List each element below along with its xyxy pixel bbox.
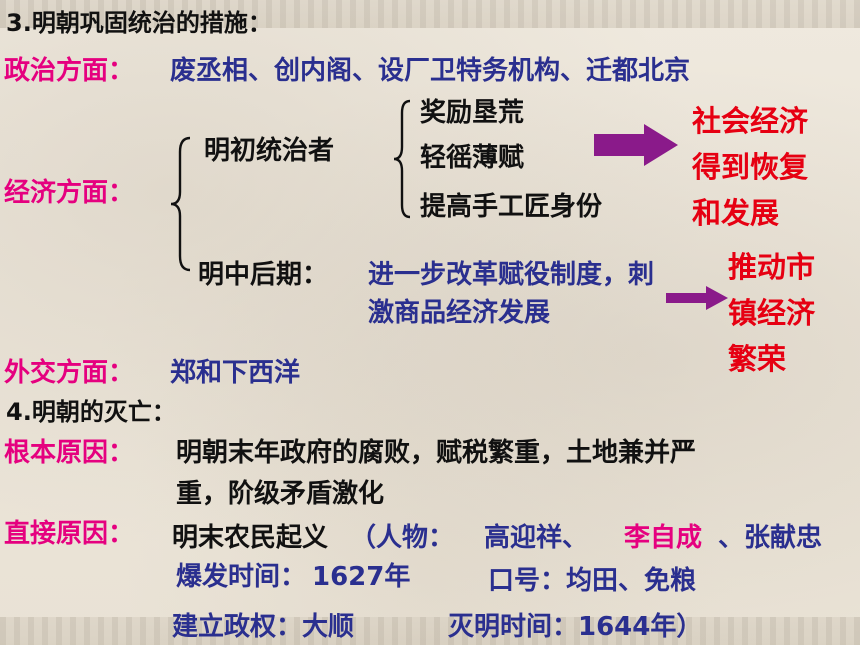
political-content: 废丞相、创内阁、设厂卫特务机构、迁都北京 (170, 56, 691, 86)
diplomatic-label: 外交方面： (4, 358, 135, 388)
regime: 建立政权：大顺 (172, 612, 355, 642)
peasant-uprising: 明末农民起义 (172, 523, 329, 553)
person-li-zicheng: 李自成 (624, 523, 703, 553)
section4-heading: 4.明朝的灭亡： (6, 398, 176, 426)
root-cause-line-2: 重，阶级矛盾激化 (176, 479, 385, 509)
direct-cause-label: 直接原因： (4, 519, 135, 549)
slogan: 口号：均田、免粮 (488, 566, 697, 596)
outbreak-time-value: 1627年 (312, 562, 411, 592)
root-cause-line-1: 明朝末年政府的腐败，赋税繁重，土地兼并严 (176, 438, 697, 468)
top-border-pattern (0, 0, 860, 28)
early-measure-1: 奖励垦荒 (420, 98, 525, 128)
mid-late-result-line-3: 繁荣 (728, 342, 787, 376)
early-result-arrow-icon (594, 124, 678, 166)
people-open: （人物： (350, 523, 455, 553)
early-measure-3: 提高手工匠身份 (420, 192, 603, 222)
early-result-line-2: 得到恢复 (692, 150, 809, 184)
fall-time: 灭明时间：1644年） (448, 612, 703, 642)
mid-late-content-line-1: 进一步改革赋役制度，刺 (368, 260, 655, 290)
section3-heading: 3.明朝巩固统治的措施： (6, 9, 272, 37)
economic-brace (170, 136, 191, 272)
root-cause-label: 根本原因： (4, 438, 135, 468)
outbreak-time-label: 爆发时间： (176, 562, 307, 592)
mid-late-result-line-1: 推动市 (728, 250, 816, 284)
early-result-line-1: 社会经济 (692, 104, 809, 138)
mid-late-ming-label: 明中后期： (198, 260, 329, 290)
bottom-border-pattern (0, 617, 860, 645)
early-ming-label: 明初统治者 (204, 136, 335, 166)
mid-late-content-line-2: 激商品经济发展 (368, 298, 551, 328)
person-zhang-xianzhong: 、张献忠 (718, 523, 823, 553)
mid-late-result-line-2: 镇经济 (728, 296, 816, 330)
early-measure-2: 轻徭薄赋 (420, 143, 525, 173)
early-ming-brace (393, 99, 411, 219)
political-label: 政治方面： (4, 56, 135, 86)
mid-late-result-arrow-icon (666, 286, 728, 310)
economic-label: 经济方面： (4, 178, 135, 208)
person-gao-yingxiang: 高迎祥、 (484, 523, 589, 553)
diplomatic-content: 郑和下西洋 (170, 358, 301, 388)
early-result-line-3: 和发展 (692, 196, 780, 230)
